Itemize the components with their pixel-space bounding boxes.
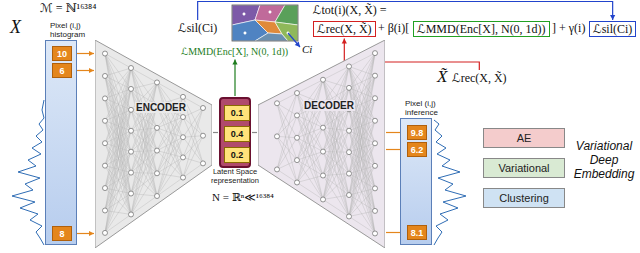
connector bbox=[213, 132, 218, 133]
formula-part: ℒtot(i)(X, X̃) = bbox=[313, 4, 387, 18]
arrowhead bbox=[89, 68, 94, 73]
variable-label: X̃ bbox=[437, 67, 447, 87]
loss-label: ℒMMD(Enc[X], N(0, 1d)) bbox=[181, 46, 288, 58]
encoder-network: ENCODER bbox=[95, 40, 212, 248]
loss-term: ℒsil(Ci) bbox=[593, 22, 632, 36]
variable-label: X bbox=[10, 17, 21, 38]
input-histogram-bar: Pixel (i,j) histogram1068 bbox=[45, 40, 77, 245]
bar-heading: Pixel (i,j) histogram bbox=[50, 21, 98, 39]
pixel-value-box: 6 bbox=[52, 63, 72, 78]
loss-term: ℒMMD(Enc[X], N(0, 1d)) bbox=[417, 22, 546, 36]
network-shape bbox=[95, 40, 212, 248]
network-shape bbox=[258, 40, 385, 248]
decoder-network: DECODER bbox=[258, 40, 385, 248]
arrowhead bbox=[89, 231, 94, 236]
pixel-value-box: 9.8 bbox=[407, 125, 427, 140]
latent-value: 0.2 bbox=[231, 150, 244, 160]
latent-value: 0.1 bbox=[231, 108, 244, 118]
loss-term-box: ℒrec(X, X̃) bbox=[313, 21, 376, 37]
loss-term-box: ℒsil(Ci) bbox=[589, 21, 636, 37]
bar-heading: Pixel (i,j) inference bbox=[405, 99, 453, 117]
output-histogram-bar: Pixel (i,j) inference9.86.28.1 bbox=[400, 118, 432, 245]
latent-value-box: 0.4 bbox=[224, 126, 250, 142]
formula-part: + β(i)[ bbox=[378, 22, 409, 36]
neurons bbox=[275, 51, 378, 236]
legend-title: Variational Deep Embedding bbox=[570, 140, 638, 181]
pixel-value-box: 10 bbox=[52, 46, 72, 61]
legend-text: AE bbox=[517, 132, 532, 144]
leader-line bbox=[288, 33, 300, 47]
network-outline bbox=[95, 40, 212, 248]
output-histogram-curve bbox=[434, 120, 466, 245]
connector-line bbox=[252, 132, 257, 133]
legend-text: Clustering bbox=[499, 192, 549, 204]
connector bbox=[252, 132, 257, 133]
pixel-value: 10 bbox=[57, 49, 67, 59]
network-links bbox=[105, 54, 203, 233]
legend-text: Variational bbox=[498, 162, 549, 174]
arrowhead bbox=[89, 51, 94, 56]
cluster-label: Ci bbox=[302, 43, 312, 56]
input-histogram-curve bbox=[12, 100, 44, 245]
latent-space-box: Latent Space representation0.10.40.2 bbox=[219, 97, 251, 168]
latent-value-box: 0.2 bbox=[224, 147, 250, 163]
loss-term: ℒrec(X, X̃) bbox=[317, 22, 372, 36]
arrowhead bbox=[342, 38, 347, 43]
loss-label: ℒrec(X, X̃) bbox=[452, 72, 507, 86]
leader-path bbox=[288, 33, 300, 47]
network-links bbox=[277, 53, 375, 233]
encoder-title: ENCODER bbox=[135, 102, 187, 113]
leader-path bbox=[234, 60, 235, 97]
leader-line bbox=[232, 60, 237, 97]
decoder-title: DECODER bbox=[303, 100, 355, 111]
leader-line bbox=[198, 2, 616, 21]
pixel-value: 8 bbox=[59, 229, 64, 239]
legend-swatch: AE bbox=[483, 128, 565, 148]
pixel-value: 9.8 bbox=[411, 128, 424, 138]
latent-value-box: 0.1 bbox=[224, 105, 250, 121]
connector-line bbox=[213, 132, 218, 133]
loss-term-box: ℒMMD(Enc[X], N(0, 1d)) bbox=[413, 21, 550, 37]
cluster-map bbox=[232, 5, 298, 41]
pixel-value: 6.2 bbox=[411, 145, 424, 155]
network-outline bbox=[258, 40, 385, 248]
pixel-value: 8.1 bbox=[411, 228, 424, 238]
loss-label: ℒsil(Ci) bbox=[178, 22, 217, 36]
arrowhead bbox=[610, 15, 615, 20]
formula-part: ] + γ(i) bbox=[552, 22, 585, 36]
pixel-value-box: 6.2 bbox=[407, 142, 427, 157]
space-label: ℳ = ℕ¹⁶³⁸⁴ bbox=[40, 2, 96, 16]
leader-path bbox=[198, 2, 613, 21]
arrowhead bbox=[232, 60, 237, 65]
neurons bbox=[103, 51, 206, 235]
pixel-value-box: 8 bbox=[52, 226, 72, 241]
arrowhead bbox=[295, 42, 300, 47]
legend-swatch: Clustering bbox=[483, 188, 565, 208]
latent-value: 0.4 bbox=[231, 129, 244, 139]
pixel-value: 6 bbox=[59, 66, 64, 76]
space-label: N = ℝⁿ≪¹⁶³⁸⁴ bbox=[212, 191, 274, 204]
latent-caption: Latent Space representation bbox=[203, 168, 267, 185]
pixel-value-box: 8.1 bbox=[407, 225, 427, 240]
legend-swatch: Variational bbox=[483, 158, 565, 178]
